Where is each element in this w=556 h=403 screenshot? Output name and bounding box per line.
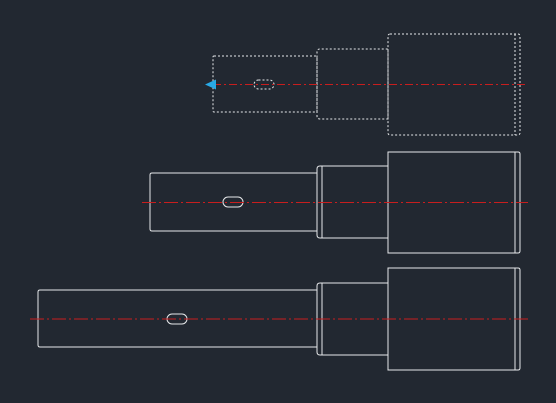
shaft-section-large[interactable]: [387, 33, 521, 136]
stepped-shaft-selected[interactable]: [205, 33, 528, 136]
shaft-section-middle[interactable]: [316, 48, 389, 120]
shaft-section-large[interactable]: [387, 151, 521, 254]
shaft-section-small[interactable]: [37, 289, 318, 348]
shaft-section-large[interactable]: [387, 267, 521, 371]
grip-icon[interactable]: [205, 79, 216, 90]
stepped-shaft-medium[interactable]: [142, 151, 528, 254]
shaft-section-small[interactable]: [149, 172, 318, 232]
stepped-shaft-long[interactable]: [30, 267, 528, 371]
